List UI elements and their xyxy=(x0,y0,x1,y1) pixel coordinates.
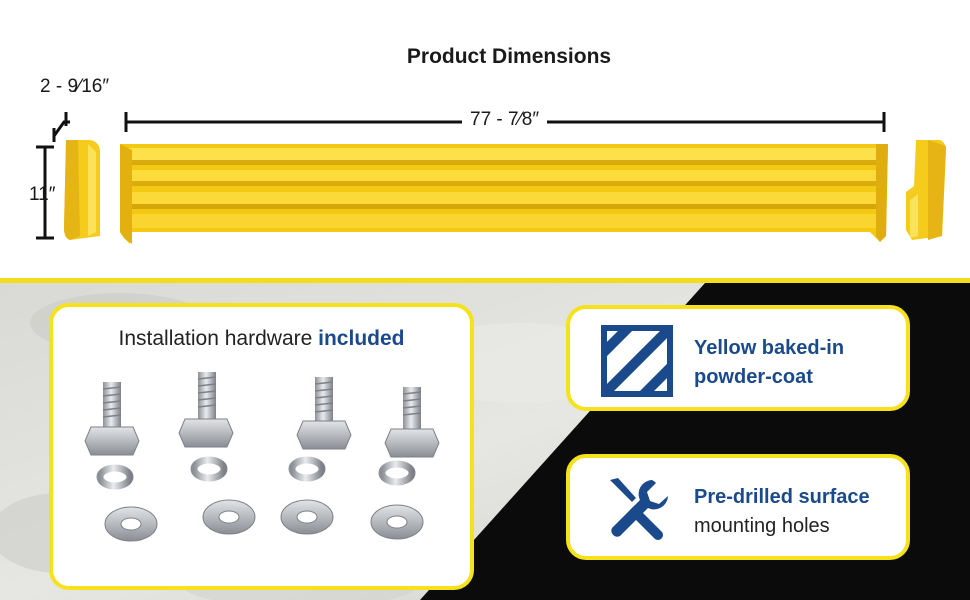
page-title: Product Dimensions xyxy=(406,45,612,68)
width-dimension-line xyxy=(52,112,70,142)
bolt xyxy=(84,382,140,456)
powder-coat-line2: powder-coat xyxy=(694,366,813,388)
right-post xyxy=(906,140,946,240)
powder-coat-stripes-icon xyxy=(601,325,673,397)
features-section: Installation hardware included xyxy=(0,283,970,600)
hardware-illustration xyxy=(84,372,440,542)
bolt xyxy=(178,372,234,448)
bolt xyxy=(296,377,352,450)
yellow-divider xyxy=(0,278,970,283)
post-width-label: 2 - 9⁄16″ xyxy=(40,76,110,97)
wrench-screwdriver-icon xyxy=(610,478,668,540)
post-height-label: 11″ xyxy=(29,184,56,205)
hardware-title-emphasis: included xyxy=(318,327,405,350)
mounting-holes-line2: mounting holes xyxy=(694,515,830,537)
guard-rail xyxy=(120,144,888,244)
mounting-holes-feature-text: Pre-drilled surface mounting holes xyxy=(694,483,870,541)
mounting-holes-line1: Pre-drilled surface xyxy=(694,486,870,508)
hardware-card: Installation hardware included xyxy=(49,303,474,590)
flat-washer xyxy=(104,499,424,542)
mounting-holes-feature-card: Pre-drilled surface mounting holes xyxy=(566,454,910,560)
powder-coat-line1: Yellow baked-in xyxy=(694,337,845,359)
product-dimensions-section: Product Dimensions xyxy=(0,0,970,278)
lock-washer xyxy=(96,456,416,490)
powder-coat-feature-text: Yellow baked-in powder-coat xyxy=(694,334,844,392)
hardware-card-title: Installation hardware included xyxy=(53,327,470,351)
left-post xyxy=(64,140,100,240)
powder-coat-feature-card: Yellow baked-in powder-coat xyxy=(566,305,910,411)
rail-length-label: 77 - 7⁄8″ xyxy=(462,109,548,131)
rail-diagram xyxy=(36,112,946,244)
height-dimension-line xyxy=(36,145,54,240)
hardware-title-prefix: Installation hardware xyxy=(118,327,319,350)
bolt xyxy=(384,387,440,458)
